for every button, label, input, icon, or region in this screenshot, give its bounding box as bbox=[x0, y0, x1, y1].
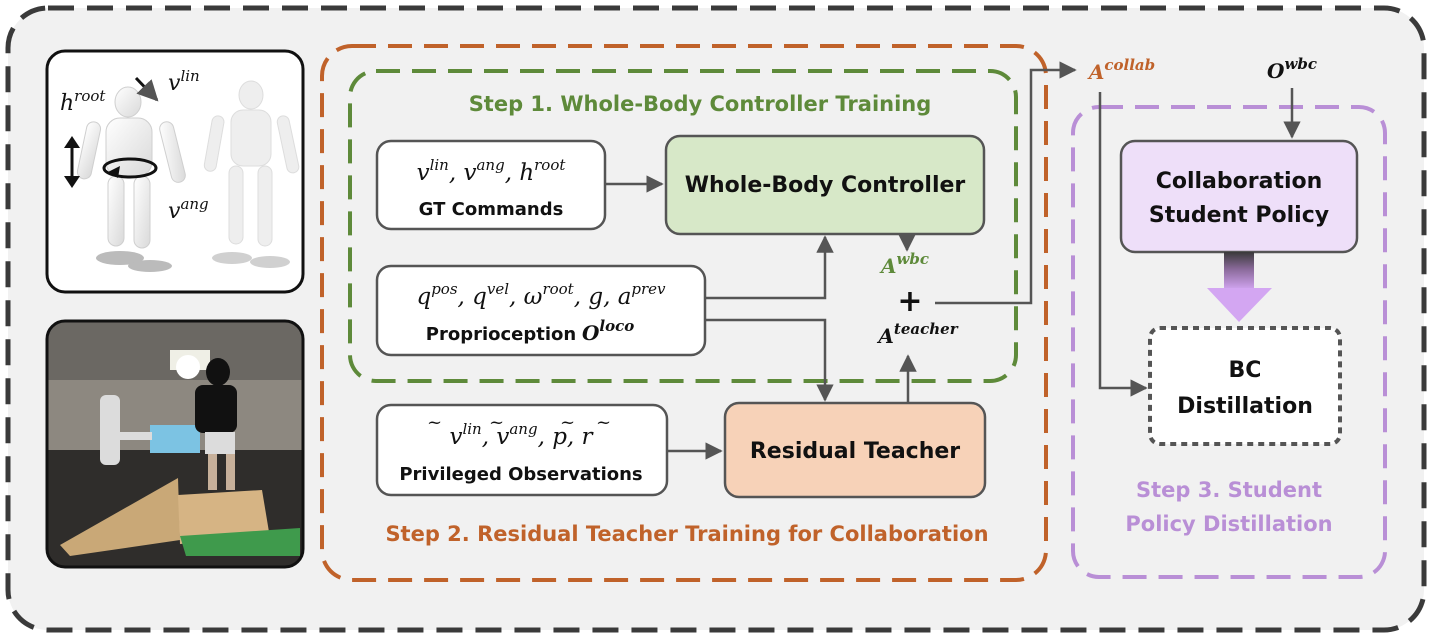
privileged-observations-box: vlin, vang, p, r ~ ~ ~ ~ Privileged Obse… bbox=[375, 403, 669, 497]
step3-title-line1: Step 3. Student bbox=[1136, 478, 1322, 502]
svg-text:Collaboration: Collaboration bbox=[1156, 169, 1323, 194]
plus-sign: + bbox=[897, 284, 922, 319]
step3-frame bbox=[1071, 105, 1387, 579]
student-policy-box: Collaboration Student Policy bbox=[1119, 139, 1359, 254]
privileged-formula: vlin, vang, p, r bbox=[449, 420, 594, 450]
robot-command-illustration: hroot vlin vang bbox=[45, 49, 305, 294]
a-wbc-label: Awbc bbox=[879, 250, 929, 278]
gt-commands-formula: vlin, vang, hroot bbox=[417, 156, 567, 186]
privileged-label: Privileged Observations bbox=[399, 464, 642, 485]
a-collab-label: Acollab bbox=[1087, 56, 1155, 84]
linear-velocity-arrow-icon bbox=[134, 76, 159, 102]
step2-title: Step 2. Residual Teacher Training for Co… bbox=[385, 522, 988, 546]
distillation-big-arrow-icon bbox=[1207, 252, 1272, 322]
height-arrow-icon bbox=[64, 136, 80, 188]
flow-arrows bbox=[605, 61, 1301, 460]
step3-title-line2: Policy Distillation bbox=[1125, 512, 1332, 536]
residual-teacher-box: Residual Teacher bbox=[723, 401, 987, 499]
gt-commands-label: GT Commands bbox=[419, 199, 564, 220]
svg-text:Residual Teacher: Residual Teacher bbox=[750, 439, 960, 464]
proprio-to-controller-arrow bbox=[705, 235, 834, 300]
v-ang-label: vang bbox=[168, 195, 209, 224]
step2-frame bbox=[320, 44, 1048, 582]
humanoid-robot-ghost bbox=[203, 80, 300, 268]
svg-text:Whole-Body Controller: Whole-Body Controller bbox=[685, 173, 966, 198]
bc-distillation-box: BC Distillation bbox=[1148, 326, 1342, 446]
svg-text:Student Policy: Student Policy bbox=[1149, 203, 1329, 228]
h-root-label: hroot bbox=[60, 87, 106, 116]
step1-title: Step 1. Whole-Body Controller Training bbox=[469, 92, 932, 116]
sum-to-collab-arrow bbox=[935, 61, 1077, 305]
a-teacher-label: Ateacher bbox=[876, 320, 958, 348]
o-wbc-label: Owbc bbox=[1267, 55, 1317, 83]
tilde-marks: ~ ~ ~ ~ bbox=[427, 412, 611, 433]
angular-velocity-arrow-icon bbox=[102, 157, 158, 179]
svg-text:Distillation: Distillation bbox=[1177, 394, 1313, 419]
svg-text:~: ~ bbox=[427, 412, 442, 433]
proprioception-label: Proprioception Oloco bbox=[426, 317, 634, 345]
v-lin-label: vlin bbox=[168, 67, 200, 96]
collab-to-bc-arrow bbox=[1098, 92, 1148, 397]
whole-body-controller-box: Whole-Body Controller bbox=[664, 134, 986, 236]
proprioception-formula: qpos, qvel, ωroot, g, aprev bbox=[416, 280, 666, 310]
proprioception-box: qpos, qvel, ωroot, g, aprev Propriocepti… bbox=[375, 264, 707, 357]
gt-commands-box: vlin, vang, hroot GT Commands bbox=[375, 139, 607, 231]
step1-frame bbox=[348, 69, 1018, 383]
real-world-photo bbox=[45, 319, 305, 569]
svg-text:~: ~ bbox=[489, 412, 504, 433]
svg-text:~: ~ bbox=[560, 412, 575, 433]
proprio-to-teacher-arrow bbox=[705, 318, 834, 402]
svg-text:~: ~ bbox=[596, 412, 611, 433]
svg-text:BC: BC bbox=[1229, 358, 1262, 383]
